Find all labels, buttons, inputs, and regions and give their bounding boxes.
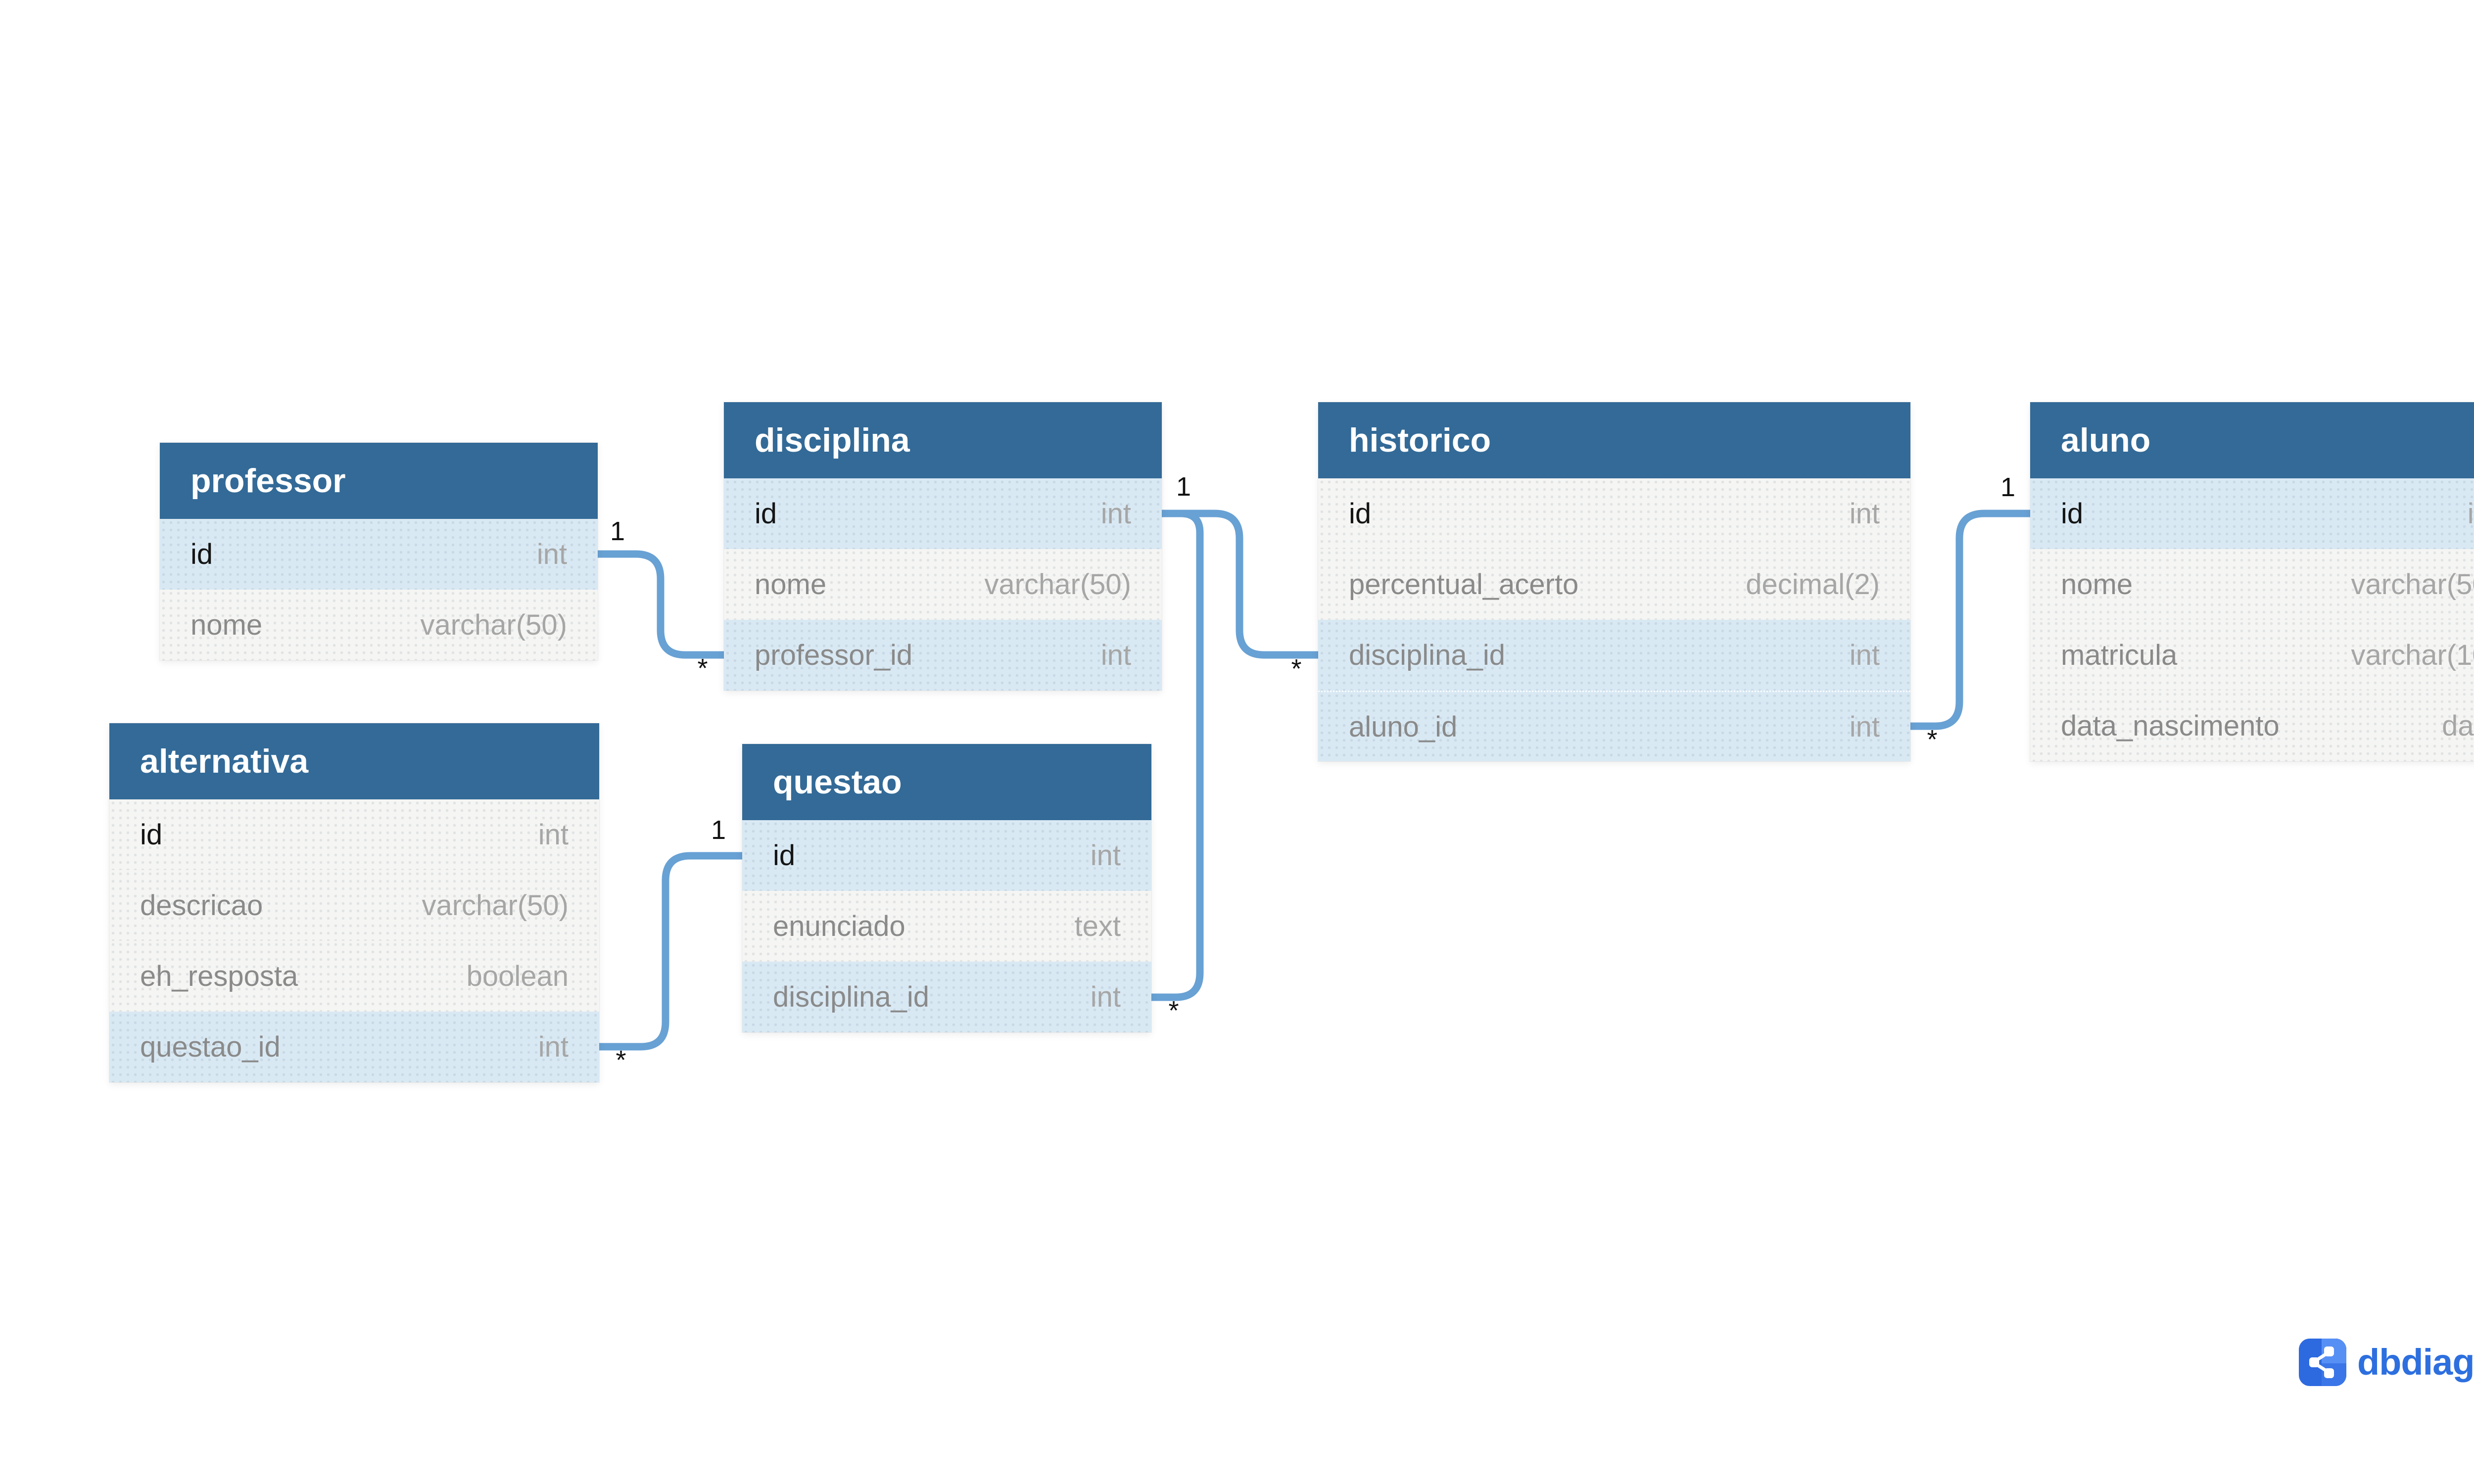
- field-name: questao_id: [140, 1031, 281, 1063]
- field-name: enunciado: [773, 910, 905, 942]
- cardinality-many-disciplina_historico: *: [1291, 654, 1301, 684]
- field-name: nome: [190, 609, 263, 641]
- field-type: int: [1849, 498, 1880, 530]
- field-type: int: [1100, 498, 1131, 530]
- field-name: percentual_acerto: [1349, 568, 1579, 601]
- table-header-aluno[interactable]: aluno: [2030, 402, 2474, 478]
- field-type: date: [2442, 710, 2474, 742]
- field-name: nome: [2061, 568, 2133, 601]
- field-aluno-data_nascimento[interactable]: data_nascimento date: [2030, 691, 2474, 761]
- field-name: eh_resposta: [140, 960, 298, 992]
- field-name: disciplina_id: [773, 981, 929, 1013]
- field-alternativa-id[interactable]: id int: [109, 799, 599, 870]
- field-type: varchar(50): [984, 568, 1131, 601]
- relationship-disciplina_questao[interactable]: [1151, 510, 1204, 1001]
- field-type: int: [1090, 981, 1121, 1013]
- field-professor-id[interactable]: id int: [160, 519, 598, 590]
- field-name: id: [773, 839, 796, 872]
- relationship-aluno_historico[interactable]: [1910, 510, 2030, 730]
- cardinality-one-questao_alternativa: 1: [711, 815, 726, 845]
- table-disciplina[interactable]: disciplina id int nome varchar(50) professor_…: [724, 402, 1162, 691]
- field-type: int: [1090, 839, 1121, 872]
- field-aluno-id[interactable]: id int: [2030, 478, 2474, 549]
- cardinality-many-questao_alternativa: *: [616, 1045, 626, 1075]
- table-professor[interactable]: professor id int nome varchar(50): [160, 443, 598, 660]
- relationship-questao_alternativa[interactable]: [599, 852, 742, 1051]
- field-disciplina-id[interactable]: id int: [724, 478, 1162, 549]
- cardinality-one-disciplina_historico: 1: [1176, 472, 1191, 502]
- table-header-alternativa[interactable]: alternativa: [109, 723, 599, 799]
- field-name: aluno_id: [1349, 710, 1458, 743]
- field-type: int: [2467, 498, 2474, 530]
- dbdiagram-logo-icon: [2299, 1339, 2346, 1386]
- field-aluno-nome[interactable]: nome varchar(50): [2030, 549, 2474, 620]
- table-header-professor[interactable]: professor: [160, 443, 598, 519]
- field-name: id: [1349, 498, 1372, 530]
- field-questao-disciplina_id[interactable]: disciplina_id int: [742, 962, 1151, 1032]
- field-questao-id[interactable]: id int: [742, 820, 1151, 891]
- field-name: data_nascimento: [2061, 710, 2280, 742]
- table-alternativa[interactable]: alternativa id int descricao varchar(50) eh_r…: [109, 723, 599, 1082]
- field-aluno-matricula[interactable]: matricula varchar(10): [2030, 620, 2474, 691]
- field-name: professor_id: [755, 639, 913, 671]
- table-header-questao[interactable]: questao: [742, 744, 1151, 820]
- field-name: nome: [755, 568, 827, 601]
- dbdiagram-logo-text: dbdiagram: [2357, 1342, 2474, 1383]
- cardinality-many-professor_disciplina: *: [697, 653, 708, 683]
- field-name: matricula: [2061, 639, 2178, 671]
- table-header-historico[interactable]: historico: [1318, 402, 1910, 478]
- field-name: descricao: [140, 889, 263, 922]
- field-historico-percentual_acerto[interactable]: percentual_acerto decimal(2): [1318, 549, 1910, 620]
- field-type: varchar(10): [2351, 639, 2474, 671]
- cardinality-one-professor_disciplina: 1: [610, 516, 625, 546]
- field-type: varchar(50): [422, 889, 569, 922]
- field-alternativa-questao_id[interactable]: questao_id int: [109, 1012, 599, 1082]
- field-disciplina-nome[interactable]: nome varchar(50): [724, 549, 1162, 620]
- field-name: id: [190, 538, 213, 570]
- field-type: int: [1100, 639, 1131, 671]
- field-type: int: [1849, 710, 1880, 743]
- field-alternativa-eh_resposta[interactable]: eh_resposta boolean: [109, 941, 599, 1012]
- field-name: disciplina_id: [1349, 639, 1505, 671]
- field-type: text: [1074, 910, 1121, 942]
- field-name: id: [2061, 498, 2084, 530]
- field-historico-id[interactable]: id int: [1318, 478, 1910, 549]
- table-historico[interactable]: historico id int percentual_acerto decimal(2…: [1318, 402, 1910, 761]
- field-type: int: [536, 538, 567, 570]
- relationship-professor_disciplina[interactable]: [598, 550, 724, 659]
- table-aluno[interactable]: aluno id int nome varchar(50) matricula varcha…: [2030, 402, 2474, 761]
- field-disciplina-professor_id[interactable]: professor_id int: [724, 620, 1162, 691]
- field-type: varchar(50): [420, 609, 567, 641]
- table-questao[interactable]: questao id int enunciado text disciplina_id in…: [742, 744, 1151, 1032]
- relationship-disciplina_historico[interactable]: [1162, 510, 1318, 659]
- field-type: int: [538, 1031, 569, 1063]
- field-type: int: [1849, 639, 1880, 671]
- cardinality-one-aluno_historico: 1: [2000, 472, 2015, 502]
- field-professor-nome[interactable]: nome varchar(50): [160, 590, 598, 660]
- dbdiagram-logo[interactable]: dbdiagram.io: [2299, 1338, 2474, 1387]
- table-header-disciplina[interactable]: disciplina: [724, 402, 1162, 478]
- field-type: decimal(2): [1746, 568, 1880, 601]
- field-name: id: [140, 819, 163, 851]
- field-name: id: [755, 498, 777, 530]
- field-type: int: [538, 819, 569, 851]
- field-questao-enunciado[interactable]: enunciado text: [742, 891, 1151, 962]
- field-alternativa-descricao[interactable]: descricao varchar(50): [109, 870, 599, 941]
- cardinality-many-aluno_historico: *: [1927, 725, 1937, 754]
- field-type: varchar(50): [2351, 568, 2474, 601]
- field-type: boolean: [466, 960, 569, 992]
- field-historico-disciplina_id[interactable]: disciplina_id int: [1318, 620, 1910, 691]
- field-historico-aluno_id[interactable]: aluno_id int: [1318, 691, 1910, 761]
- cardinality-many-disciplina_questao: *: [1168, 996, 1179, 1025]
